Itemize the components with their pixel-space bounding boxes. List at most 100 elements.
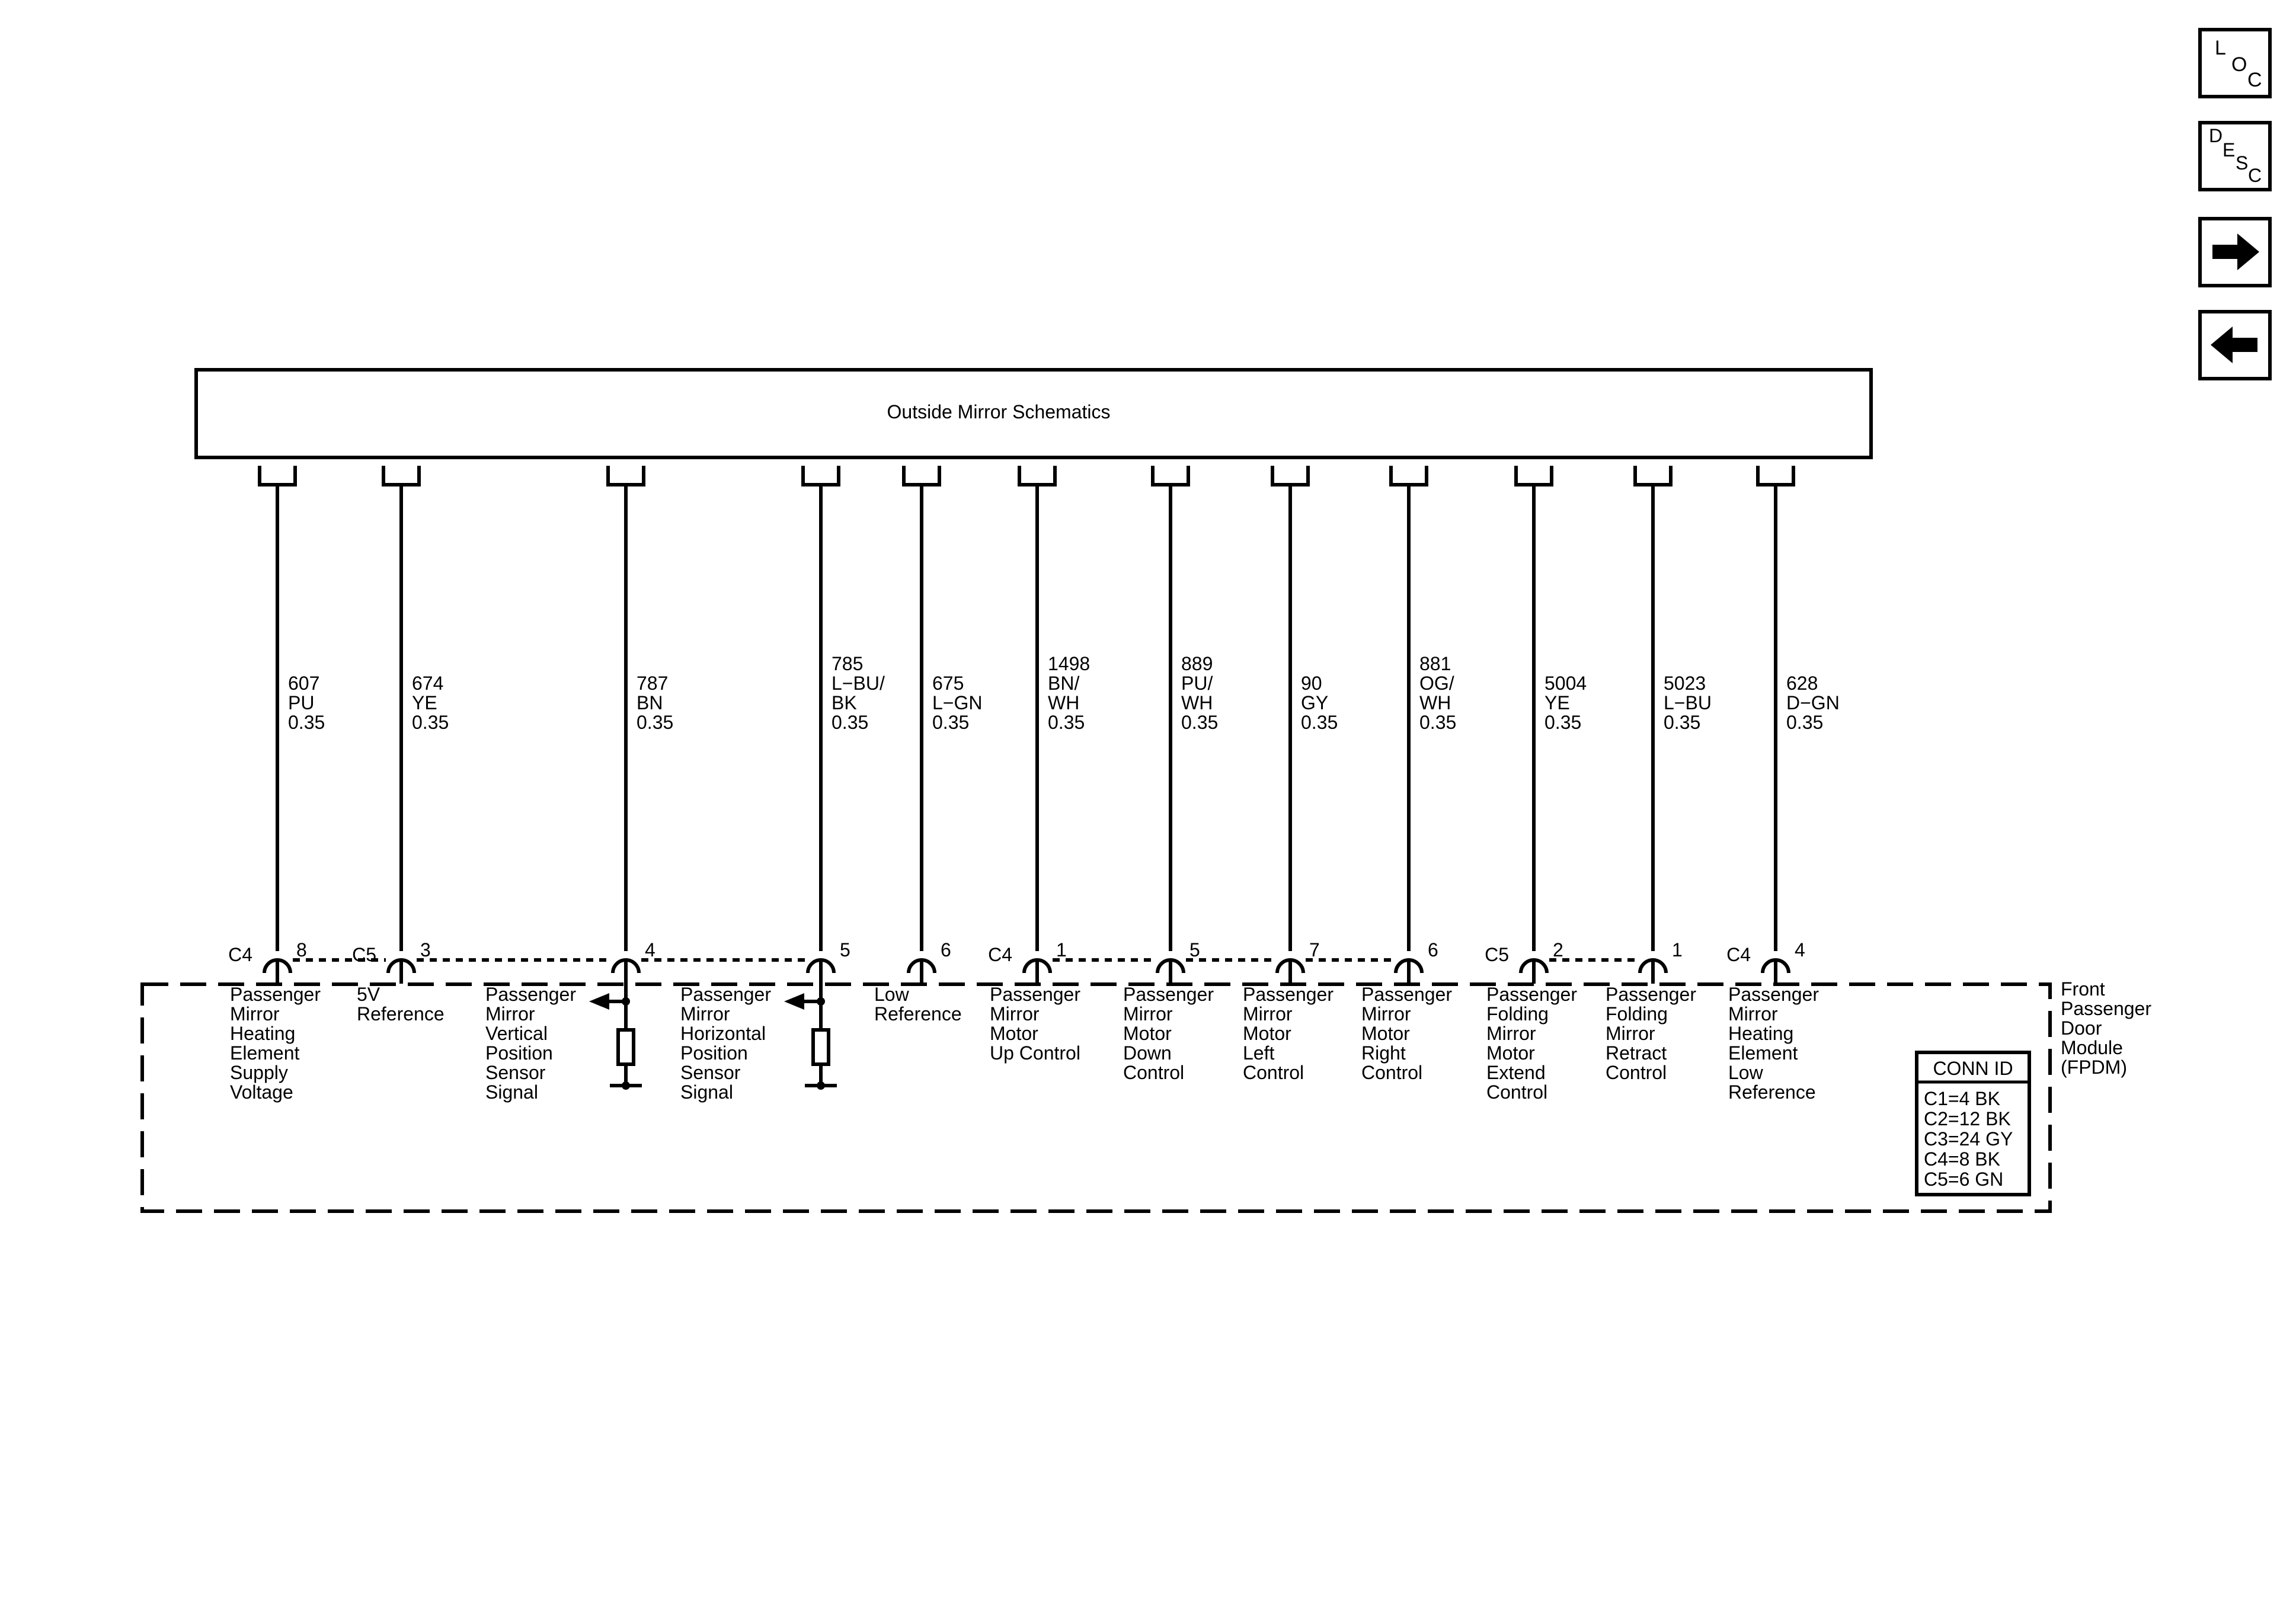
circuit-function-label: Signal xyxy=(680,1081,733,1103)
circuit-function-label: Folding xyxy=(1606,1003,1668,1025)
circuit-function-label: Passenger xyxy=(1243,984,1334,1005)
next-page-button[interactable] xyxy=(2198,217,2272,287)
circuit-function-label: Down xyxy=(1123,1042,1172,1064)
circuit-9[interactable]: 881OG/WH0.356PassengerMirrorMotorRightCo… xyxy=(1361,466,1456,1083)
terminal-icon xyxy=(258,466,297,486)
circuit-function-label: Element xyxy=(1728,1042,1798,1064)
desc-button[interactable]: D E S C xyxy=(2198,121,2272,191)
wire-info-line: WH xyxy=(1048,692,1079,713)
terminal-icon xyxy=(1151,466,1190,486)
wire-info-line: WH xyxy=(1181,692,1213,713)
conn-id-table: CONN ID C1=4 BK C2=12 BK C3=24 GY C4=8 B… xyxy=(1915,1051,2031,1196)
outside-mirror-schematics-box[interactable] xyxy=(194,368,1873,459)
circuit-function-label: Control xyxy=(1606,1062,1667,1083)
loc-letter-1: L xyxy=(2215,37,2226,59)
wire-info-line: PU xyxy=(288,692,314,713)
wire-info-line: 90 xyxy=(1301,673,1322,694)
pin-number: 5 xyxy=(840,939,850,961)
circuit-7[interactable]: 889PU/WH0.355PassengerMirrorMotorDownCon… xyxy=(1123,466,1218,1083)
circuit-function-label: Mirror xyxy=(230,1003,280,1025)
circuit-function-label: Mirror xyxy=(1728,1003,1778,1025)
circuit-function-label: Passenger xyxy=(1486,984,1577,1005)
circuit-3[interactable]: 787BN0.354PassengerMirrorVerticalPositio… xyxy=(485,466,673,1103)
prev-page-button[interactable] xyxy=(2198,310,2272,380)
loc-letter-2: O xyxy=(2231,53,2247,76)
circuit-function-label: Mirror xyxy=(680,1003,730,1025)
circuit-function-label: Control xyxy=(1361,1062,1422,1083)
connector-label: C5 xyxy=(1485,944,1509,965)
circuit-function-label: Mirror xyxy=(990,1003,1040,1025)
circuit-11[interactable]: 5023L−BU0.351PassengerFoldingMirrorRetra… xyxy=(1606,466,1712,1083)
wire-info-line: 0.35 xyxy=(1786,712,1823,733)
circuit-function-label: Left xyxy=(1243,1042,1274,1064)
wire-info-line: 0.35 xyxy=(932,712,969,733)
wire-info-line: PU/ xyxy=(1181,673,1213,694)
resistor-icon xyxy=(811,1028,830,1066)
circuit-function-label: Mirror xyxy=(1123,1003,1173,1025)
circuit-function-label: Motor xyxy=(1361,1023,1410,1044)
desc-letter-2: E xyxy=(2223,139,2235,161)
loc-button[interactable]: L O C xyxy=(2198,28,2272,98)
circuit-function-label: Mirror xyxy=(485,1003,535,1025)
wire-info-line: 0.35 xyxy=(1301,712,1338,733)
wire-info-line: 787 xyxy=(637,673,668,694)
circuit-function-label: Passenger xyxy=(485,984,576,1005)
desc-letter-3: S xyxy=(2236,152,2248,174)
circuit-function-label: Folding xyxy=(1486,1003,1549,1025)
conn-id-row-2: C2=12 BK xyxy=(1924,1108,2011,1129)
circuit-function-label: Reference xyxy=(1728,1081,1816,1103)
wire-info-line: YE xyxy=(412,692,437,713)
fpdm-module-outline xyxy=(140,982,2052,1213)
wire-info-line: 0.35 xyxy=(288,712,325,733)
circuit-function-label: Passenger xyxy=(1728,984,1819,1005)
circuit-function-label: Horizontal xyxy=(680,1023,766,1044)
circuit-function-label: Motor xyxy=(1486,1042,1535,1064)
pin-number: 6 xyxy=(941,939,951,961)
module-name-line-3: Door xyxy=(2061,1017,2102,1039)
module-name-line-2: Passenger xyxy=(2061,998,2151,1019)
circuit-function-label: Supply xyxy=(230,1062,288,1083)
circuit-4[interactable]: 785L−BU/BK0.355PassengerMirrorHorizontal… xyxy=(680,466,885,1103)
signal-arrow-icon xyxy=(784,993,804,1010)
pin-number: 1 xyxy=(1056,939,1067,961)
wire-info-line: BN xyxy=(637,692,663,713)
wire-info-line: 0.35 xyxy=(1544,712,1581,733)
circuit-function-label: Motor xyxy=(1243,1023,1291,1044)
wire-info-line: YE xyxy=(1544,692,1570,713)
circuit-function-label: Right xyxy=(1361,1042,1406,1064)
wire-info-line: 889 xyxy=(1181,653,1213,674)
circuit-function-label: Passenger xyxy=(1361,984,1452,1005)
wire-info-line: OG/ xyxy=(1419,673,1454,694)
pin-number: 5 xyxy=(1189,939,1200,961)
circuit-function-label: Low xyxy=(874,984,910,1005)
wire-info-line: 0.35 xyxy=(412,712,449,733)
conn-id-row-3: C3=24 GY xyxy=(1924,1128,2013,1150)
wire-info-line: D−GN xyxy=(1786,692,1840,713)
pin-number: 7 xyxy=(1309,939,1320,961)
terminal-icon xyxy=(606,466,645,486)
conn-id-title: CONN ID xyxy=(1933,1058,2013,1079)
pin-number: 2 xyxy=(1553,939,1563,961)
connector-label: C4 xyxy=(228,944,252,965)
position-sensor-circuit xyxy=(784,984,837,1090)
terminal-icon xyxy=(1514,466,1553,486)
terminal-icon xyxy=(1633,466,1673,486)
terminal-icon xyxy=(902,466,941,486)
wire-info-line: 674 xyxy=(412,673,443,694)
terminal-icon xyxy=(801,466,840,486)
resistor-icon xyxy=(616,1028,635,1066)
wire-info-line: 0.35 xyxy=(832,712,868,733)
wire-info-line: L−BU xyxy=(1664,692,1712,713)
terminal-icon xyxy=(1271,466,1310,486)
wire-info-line: 607 xyxy=(288,673,319,694)
pin-number: 4 xyxy=(1795,939,1805,961)
wire-info-line: 0.35 xyxy=(1664,712,1700,733)
